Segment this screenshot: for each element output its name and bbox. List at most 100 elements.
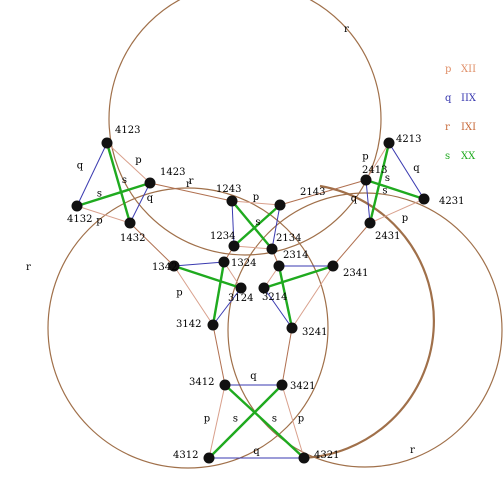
edge-label-2413-4231: s — [382, 186, 387, 197]
node-4213 — [383, 137, 395, 149]
edge-label-4123-1432: s — [122, 175, 127, 186]
node-1423 — [144, 177, 156, 189]
circle-right — [227, 192, 503, 468]
edge-s-3421-4312 — [208, 384, 283, 459]
node-2134 — [266, 243, 278, 255]
node-4321 — [298, 452, 310, 464]
node-1342 — [168, 260, 180, 272]
edge-s-4123-1432 — [105, 142, 132, 224]
edge-p-1342-3142 — [173, 265, 214, 326]
node-label-4123: 4123 — [115, 125, 140, 136]
edge-r-2431-2341 — [332, 222, 371, 267]
edge-label-1423-4132: s — [97, 189, 102, 200]
edge-label-3421-4312: s — [233, 414, 238, 425]
circle-top — [108, 0, 382, 256]
legend-perm-q: IIX — [461, 93, 477, 104]
arc-label-r-left: r — [26, 262, 31, 273]
edge-label-4213-2413: p — [362, 152, 368, 163]
edge-q-1243-1234 — [231, 200, 235, 247]
edge-p-3412-4312 — [208, 384, 226, 459]
node-label-2314: 2314 — [283, 250, 308, 261]
node-2413 — [360, 174, 372, 186]
node-label-3412: 3412 — [189, 377, 214, 388]
arc-label-r-bottom: r — [410, 445, 415, 456]
node-2314 — [273, 260, 285, 272]
node-label-2143: 2143 — [300, 187, 325, 198]
node-label-2341: 2341 — [343, 268, 368, 279]
node-label-4231: 4231 — [439, 196, 464, 207]
edge-s-2314-3241 — [277, 265, 294, 329]
legend-gen-q: q — [445, 93, 452, 104]
edge-label-1243-2143: p — [253, 192, 259, 203]
edge-s-2413-4231 — [365, 178, 425, 201]
edge-label-4123-4132: q — [77, 161, 84, 172]
node-4123 — [101, 137, 113, 149]
edge-label-1423-1243: r — [189, 176, 194, 187]
node-label-1243: 1243 — [216, 184, 241, 195]
node-label-3124: 3124 — [228, 293, 253, 304]
arc-label-r-mid1: r — [186, 179, 191, 190]
nodes-layer — [71, 137, 430, 464]
node-label-1432: 1432 — [120, 233, 145, 244]
node-3124 — [235, 282, 247, 294]
node-label-3421: 3421 — [290, 381, 315, 392]
node-label-2413: 2413 — [362, 165, 387, 176]
edge-q-4213-4231 — [388, 142, 425, 200]
edge-q-4123-4132 — [76, 142, 108, 207]
legend-perm-p: XII — [461, 64, 476, 75]
edge-p-1243-2143 — [231, 200, 281, 206]
edge-s-1324-3142 — [211, 261, 226, 326]
edge-s-3412-4321 — [224, 384, 305, 459]
edge-q-3124-3142 — [212, 287, 242, 326]
edge-s-2143-1234 — [233, 204, 281, 247]
edge-q-2143-2134 — [271, 204, 281, 250]
arc-label-r-top: r — [344, 24, 349, 35]
edge-p-4132-1432 — [76, 205, 131, 224]
edge-label-1342-3142: p — [176, 288, 182, 299]
node-label-1342: 1342 — [152, 262, 177, 273]
edge-label-2413-2431: q — [351, 194, 358, 205]
node-3412 — [219, 379, 231, 391]
edge-label-4132-1432: p — [96, 216, 102, 227]
edge-label-4123-1423: p — [135, 155, 141, 166]
edge-r-3142-3412 — [212, 324, 226, 386]
node-3142 — [207, 319, 219, 331]
node-1243 — [226, 195, 238, 207]
node-3421 — [276, 379, 288, 391]
edge-label-4312-4321: q — [253, 446, 260, 457]
edge-p-2431-4231 — [369, 198, 425, 224]
edge-q-1342-1324 — [173, 261, 225, 267]
edge-r-2143-2413 — [279, 179, 367, 206]
edge-s-1342-3124 — [173, 264, 242, 290]
node-2143 — [274, 199, 286, 211]
node-label-4132: 4132 — [67, 214, 92, 225]
node-1324 — [218, 256, 230, 268]
node-2341 — [327, 260, 339, 272]
node-label-3241: 3241 — [302, 327, 327, 338]
arc-labels-layer: r r r r — [26, 24, 415, 456]
edges-layer — [76, 142, 425, 459]
node-label-4312: 4312 — [173, 450, 198, 461]
node-label-1324: 1324 — [231, 258, 256, 269]
edge-p-4213-2413 — [365, 142, 390, 181]
edge-s-1243-2134 — [231, 200, 273, 250]
edge-label-3412-3421: q — [250, 371, 257, 382]
edge-label-1423-1432: q — [147, 193, 154, 204]
legend-gen-s: s — [445, 151, 450, 162]
node-label-2431: 2431 — [375, 231, 400, 242]
edge-r-3241-3421 — [281, 327, 293, 386]
node-label-1234: 1234 — [210, 231, 235, 242]
edge-q-2413-2431 — [365, 179, 371, 224]
node-label-4213: 4213 — [396, 134, 421, 145]
node-3241 — [286, 322, 298, 334]
legend-perm-r: IXI — [461, 122, 476, 133]
legend-item-q: q IIX — [445, 93, 477, 104]
node-1234 — [228, 240, 240, 252]
